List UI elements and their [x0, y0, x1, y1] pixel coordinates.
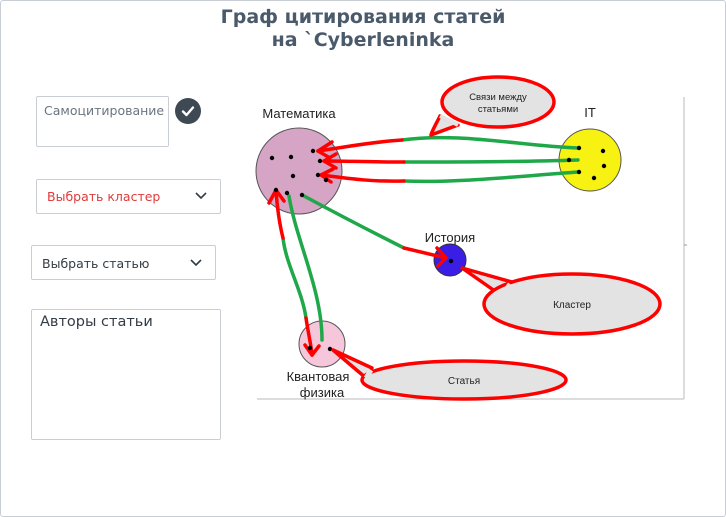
article-point[interactable] [317, 158, 323, 164]
article-point[interactable] [448, 258, 454, 264]
arrow-head [435, 246, 448, 268]
article-point[interactable] [576, 145, 582, 151]
article-point[interactable] [327, 346, 333, 352]
links-callout: Связи между статьями [429, 75, 556, 137]
chevron-down-icon [195, 192, 207, 200]
citation-arrows [267, 138, 448, 357]
article-points [269, 145, 607, 352]
authors-label: Авторы статьи [40, 314, 153, 330]
checkmark-icon [181, 106, 195, 117]
article-select-label: Выбрать статью [42, 256, 150, 271]
article-point[interactable] [310, 148, 316, 154]
cluster-select[interactable]: Выбрать кластер [36, 179, 221, 214]
citation-arrow [319, 173, 406, 183]
cluster-callout: Кластер [460, 266, 662, 336]
page-title: Граф цитирования статей на `Cyberleninka [0, 6, 726, 52]
authors-textarea[interactable]: Авторы статьи [31, 309, 221, 440]
citation-arrow [316, 138, 404, 153]
callout-bubble [440, 75, 556, 129]
citation-arrow [402, 246, 448, 260]
citation-links [281, 135, 580, 342]
chevron-down-icon [190, 259, 202, 267]
callout-join [439, 114, 459, 127]
citation-link [287, 194, 324, 342]
history-cluster-label: История [425, 230, 475, 245]
callout-pointer [429, 114, 460, 137]
callout-join [499, 282, 513, 298]
arrow-head [303, 343, 321, 357]
article-point[interactable] [307, 345, 313, 351]
quantum-cluster-label-line-2: физика [300, 385, 345, 400]
citation-link [302, 194, 406, 250]
citation-link [402, 170, 580, 184]
cluster-callout-text: Кластер [553, 300, 591, 311]
callout-join [363, 368, 374, 380]
links-callout-line-2: статьями [478, 104, 518, 115]
article-point[interactable] [273, 187, 279, 193]
article-point[interactable] [591, 175, 597, 181]
self-citation-checkbox[interactable] [175, 98, 201, 124]
article-point[interactable] [323, 177, 329, 183]
article-point[interactable] [600, 148, 606, 154]
article-point[interactable] [576, 169, 582, 175]
article-select[interactable]: Выбрать статью [31, 245, 216, 280]
citation-arrow [322, 159, 406, 164]
callout-bubble [482, 272, 662, 336]
self-citation-field[interactable]: Самоцитирование [36, 96, 169, 147]
article-point[interactable] [566, 157, 572, 163]
self-citation-label: Самоцитирование [44, 103, 165, 118]
citation-link [402, 158, 580, 164]
cluster-select-label: Выбрать кластер [47, 189, 161, 204]
article-point[interactable] [299, 192, 305, 198]
article-point[interactable] [315, 172, 321, 178]
it-cluster-label: IT [584, 105, 596, 120]
page-title-line-2: на `Cyberleninka [271, 29, 455, 51]
arrow-head [267, 188, 286, 205]
article-callout-text: Статья [448, 376, 480, 387]
math-cluster-label: Математика [262, 106, 336, 121]
article-point[interactable] [269, 155, 275, 161]
arrow-head [322, 152, 338, 170]
page-title-line-1: Граф цитирования статей [220, 6, 506, 28]
citation-link [281, 236, 308, 320]
article-point[interactable] [290, 173, 296, 179]
links-callout-line-1: Связи между [469, 92, 527, 103]
callout-bubble [360, 359, 568, 401]
article-callout: Статья [331, 348, 568, 401]
article-point[interactable] [288, 154, 294, 160]
article-point[interactable] [284, 190, 290, 196]
quantum-cluster-label-line-1: Квантовая [287, 369, 350, 384]
article-point[interactable] [601, 163, 607, 169]
citation-link [400, 135, 580, 150]
citation-arrow [274, 188, 285, 240]
